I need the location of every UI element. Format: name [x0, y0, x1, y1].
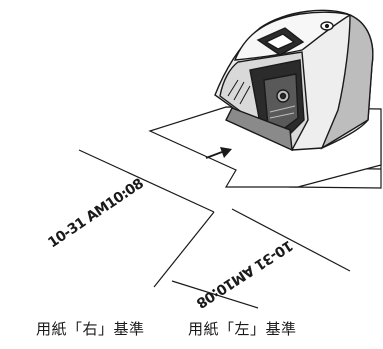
- card-left-based: [171, 208, 351, 309]
- time-recorder: [214, 9, 374, 152]
- stamp-left-based: 10-31 AM10:08: [194, 237, 296, 311]
- caption-right-based: 用紙「右」基準: [36, 320, 145, 338]
- card-right-based: [78, 149, 215, 288]
- stamp-right-based: 10-31 AM10:08: [45, 176, 146, 251]
- caption-left-based: 用紙「左」基準: [188, 320, 297, 338]
- arrow-right-icon: [205, 147, 232, 159]
